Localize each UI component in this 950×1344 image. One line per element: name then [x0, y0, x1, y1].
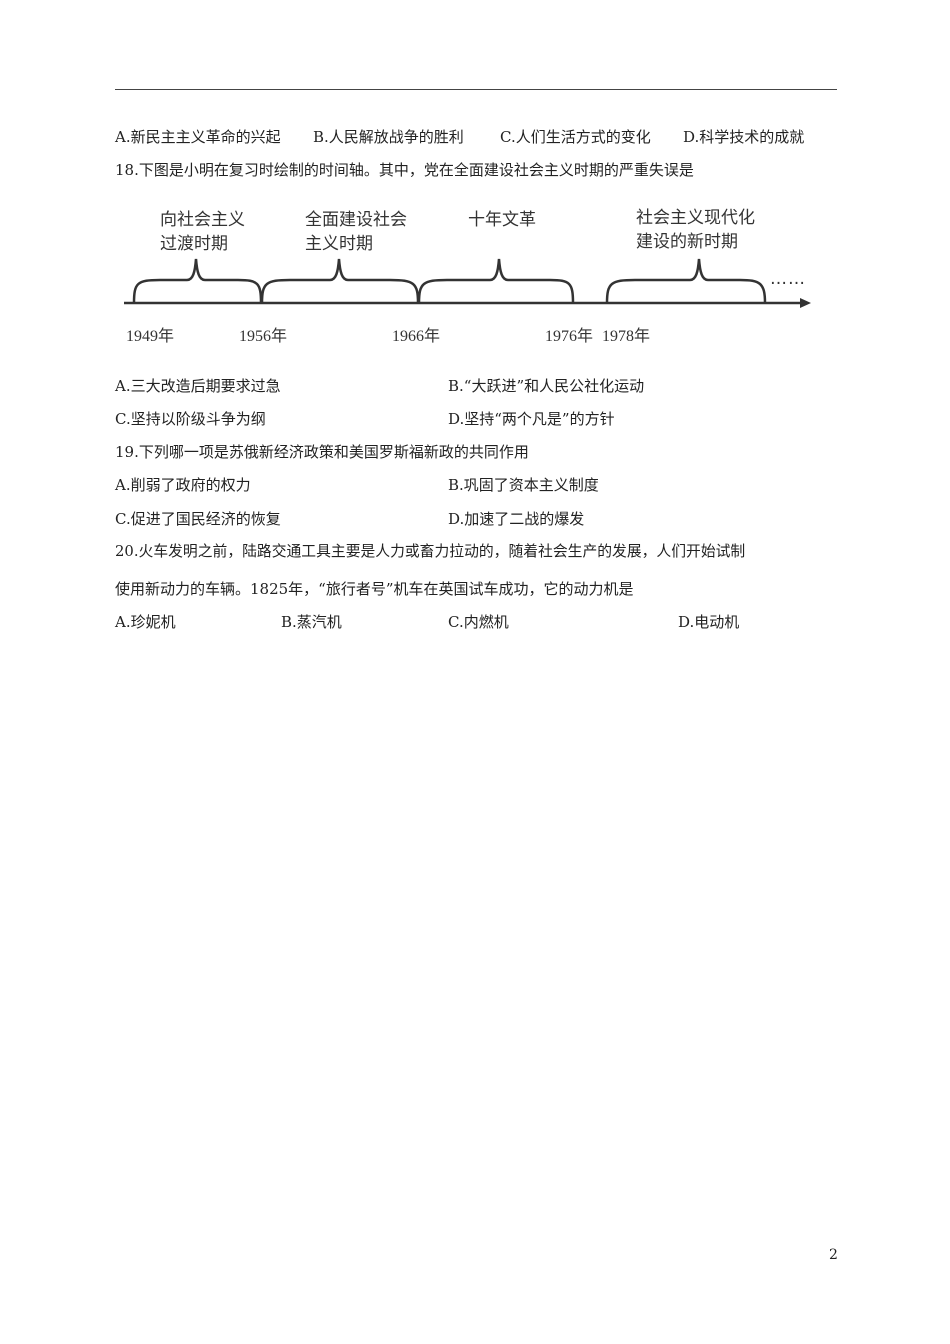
- q20-stem-line1: 20.火车发明之前，陆路交通工具主要是人力或畜力拉动的，随着社会生产的发展，人们…: [115, 543, 746, 560]
- q17-option-d: D.科学技术的成就: [683, 128, 805, 146]
- timeline-arrowhead: [800, 298, 811, 308]
- q20-stem-line2: 使用新动力的车辆。1825年，“旅行者号”机车在英国试车成功，它的动力机是: [115, 580, 634, 598]
- timeline-graphic: [124, 258, 811, 308]
- q20-option-c: C.内燃机: [448, 613, 509, 631]
- q19-option-d: D.加速了二战的爆发: [448, 510, 585, 528]
- timeline-year-1966: 1966年: [392, 328, 441, 345]
- q20-option-a: A.珍妮机: [115, 613, 176, 631]
- timeline-brace-1: [132, 258, 263, 304]
- q19-stem: 19.下列哪一项是苏俄新经济政策和美国罗斯福新政的共同作用: [115, 443, 529, 461]
- page-number: 2: [829, 1247, 838, 1263]
- q20-option-b: B.蒸汽机: [281, 613, 342, 631]
- q19-option-c: C.促进了国民经济的恢复: [115, 510, 281, 528]
- timeline-period-4-line1: 社会主义现代化: [636, 208, 755, 228]
- timeline-year-1949: 1949年: [126, 328, 175, 345]
- timeline-year-1956: 1956年: [239, 328, 288, 345]
- q17-option-c: C.人们生活方式的变化: [500, 128, 651, 146]
- q18-option-d: D.坚持“两个凡是”的方针: [448, 410, 615, 428]
- q18-option-c: C.坚持以阶级斗争为纲: [115, 410, 266, 428]
- timeline-brace-2: [260, 258, 420, 304]
- timeline-brace-3: [417, 258, 575, 304]
- timeline-period-2-line2: 主义时期: [305, 234, 373, 254]
- timeline-period-1-line2: 过渡时期: [160, 234, 228, 254]
- timeline-period-4-line2: 建设的新时期: [636, 232, 738, 252]
- timeline-brace-4: [605, 258, 767, 304]
- timeline-ellipsis: ……: [770, 269, 806, 289]
- q18-stem: 18.下图是小明在复习时绘制的时间轴。其中，党在全面建设社会主义时期的严重失误是: [115, 161, 694, 179]
- timeline-period-1-line1: 向社会主义: [160, 210, 245, 230]
- header-rule: [115, 89, 837, 90]
- q17-option-a: A.新民主主义革命的兴起: [115, 128, 281, 146]
- q18-option-b: B.“大跃进”和人民公社化运动: [448, 377, 645, 395]
- q20-option-d: D.电动机: [678, 613, 740, 631]
- q18-option-a: A.三大改造后期要求过急: [115, 377, 281, 395]
- q19-option-b: B.巩固了资本主义制度: [448, 476, 599, 494]
- timeline-period-3-line1: 十年文革: [468, 210, 536, 230]
- timeline-year-1978: 1978年: [602, 328, 651, 345]
- q19-option-a: A.削弱了政府的权力: [115, 476, 251, 494]
- timeline-period-2-line1: 全面建设社会: [305, 210, 407, 230]
- timeline-year-1976: 1976年: [545, 328, 594, 345]
- q17-option-b: B.人民解放战争的胜利: [313, 128, 464, 146]
